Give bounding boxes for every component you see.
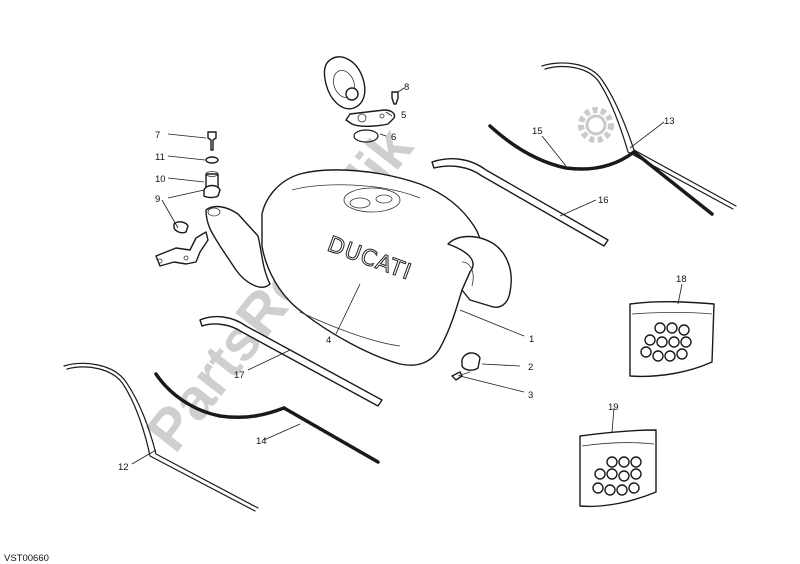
fuel-tank: DUCATI [205,169,512,366]
trim-strip-17 [199,315,383,407]
callout-8: 8 [404,82,409,93]
mount-hardware [203,131,221,199]
callout-1: 1 [529,334,534,345]
callout-10: 10 [155,174,166,185]
callout-12: 12 [118,462,129,473]
decal-kit-18 [629,300,715,378]
rear-mount-hardware [451,352,481,381]
callout-15: 15 [532,126,543,137]
trim-strip-14 [154,372,380,464]
callout-11: 11 [155,152,165,163]
callout-7: 7 [155,130,160,141]
filler-cap-assembly [323,56,399,143]
drawing-reference-code: VST00660 [4,553,49,564]
trim-strip-15 [488,124,714,216]
gear-icon [578,107,614,143]
trim-strip-16 [431,158,609,247]
tank-bracket [155,221,209,267]
callout-3: 3 [528,390,533,401]
cap-lock [345,87,359,101]
tank-front-mount [205,205,271,288]
tank-filler-opening [343,187,401,213]
callout-16: 16 [598,195,609,206]
callout-labels: 1 2 3 4 5 6 7 8 9 10 11 12 13 14 15 16 1… [118,82,687,473]
callout-9: 9 [155,194,160,205]
trim-strip-13 [541,62,737,210]
tank-rear [447,235,512,308]
callout-13: 13 [664,116,675,127]
filler-cap [323,56,366,110]
leader-lines [131,87,683,465]
cap-screw [391,91,399,105]
trim-strip-12 [63,362,259,512]
callout-17: 17 [234,370,245,381]
callout-5: 5 [401,110,406,121]
callout-2: 2 [528,362,533,373]
callout-4: 4 [326,335,331,346]
callout-14: 14 [256,436,267,447]
callout-19: 19 [608,402,619,413]
cap-gasket [353,129,379,143]
decal-kit-19 [579,429,657,508]
callout-6: 6 [391,132,396,143]
callout-18: 18 [676,274,687,285]
